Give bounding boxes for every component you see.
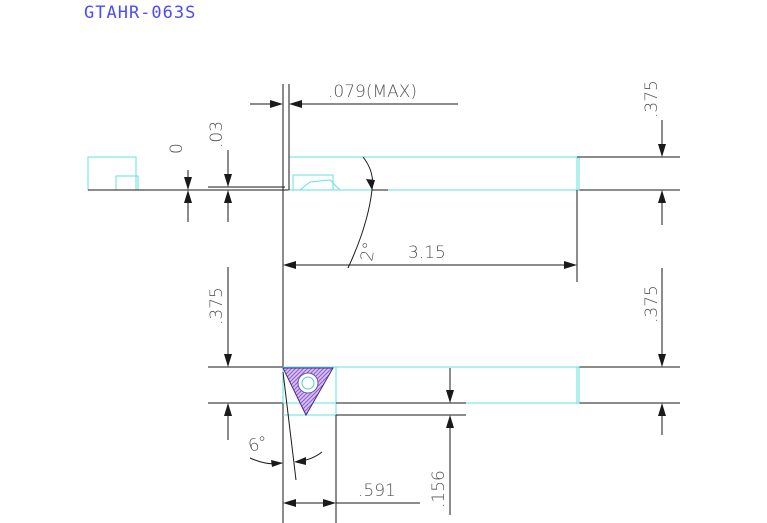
dim-max-width: .079(MAX) xyxy=(328,82,417,102)
dim-length: 3.15 xyxy=(408,243,446,263)
dim-height-top-right: .375 xyxy=(642,80,662,118)
bottom-view: .375 .375 .156 6° .591 xyxy=(207,267,680,523)
dim-angle-6: 6° xyxy=(246,433,270,457)
dim-offset-03: .03 xyxy=(207,121,227,148)
top-view: .079(MAX) .375 0 .03 2° 3.15 xyxy=(87,80,680,523)
dim-insert-length: .591 xyxy=(358,481,396,501)
dim-height-mid-right: .375 xyxy=(642,285,662,323)
dim-offset-zero: 0 xyxy=(167,143,187,154)
left-tool-sketch xyxy=(87,156,140,191)
dim-height-left: .375 xyxy=(207,287,227,325)
drawing-title: GTAHR-063S xyxy=(84,3,196,23)
dim-angle-2: 2° xyxy=(357,240,380,263)
dim-insert-height: .156 xyxy=(429,470,449,508)
insert-triangle xyxy=(282,367,334,417)
